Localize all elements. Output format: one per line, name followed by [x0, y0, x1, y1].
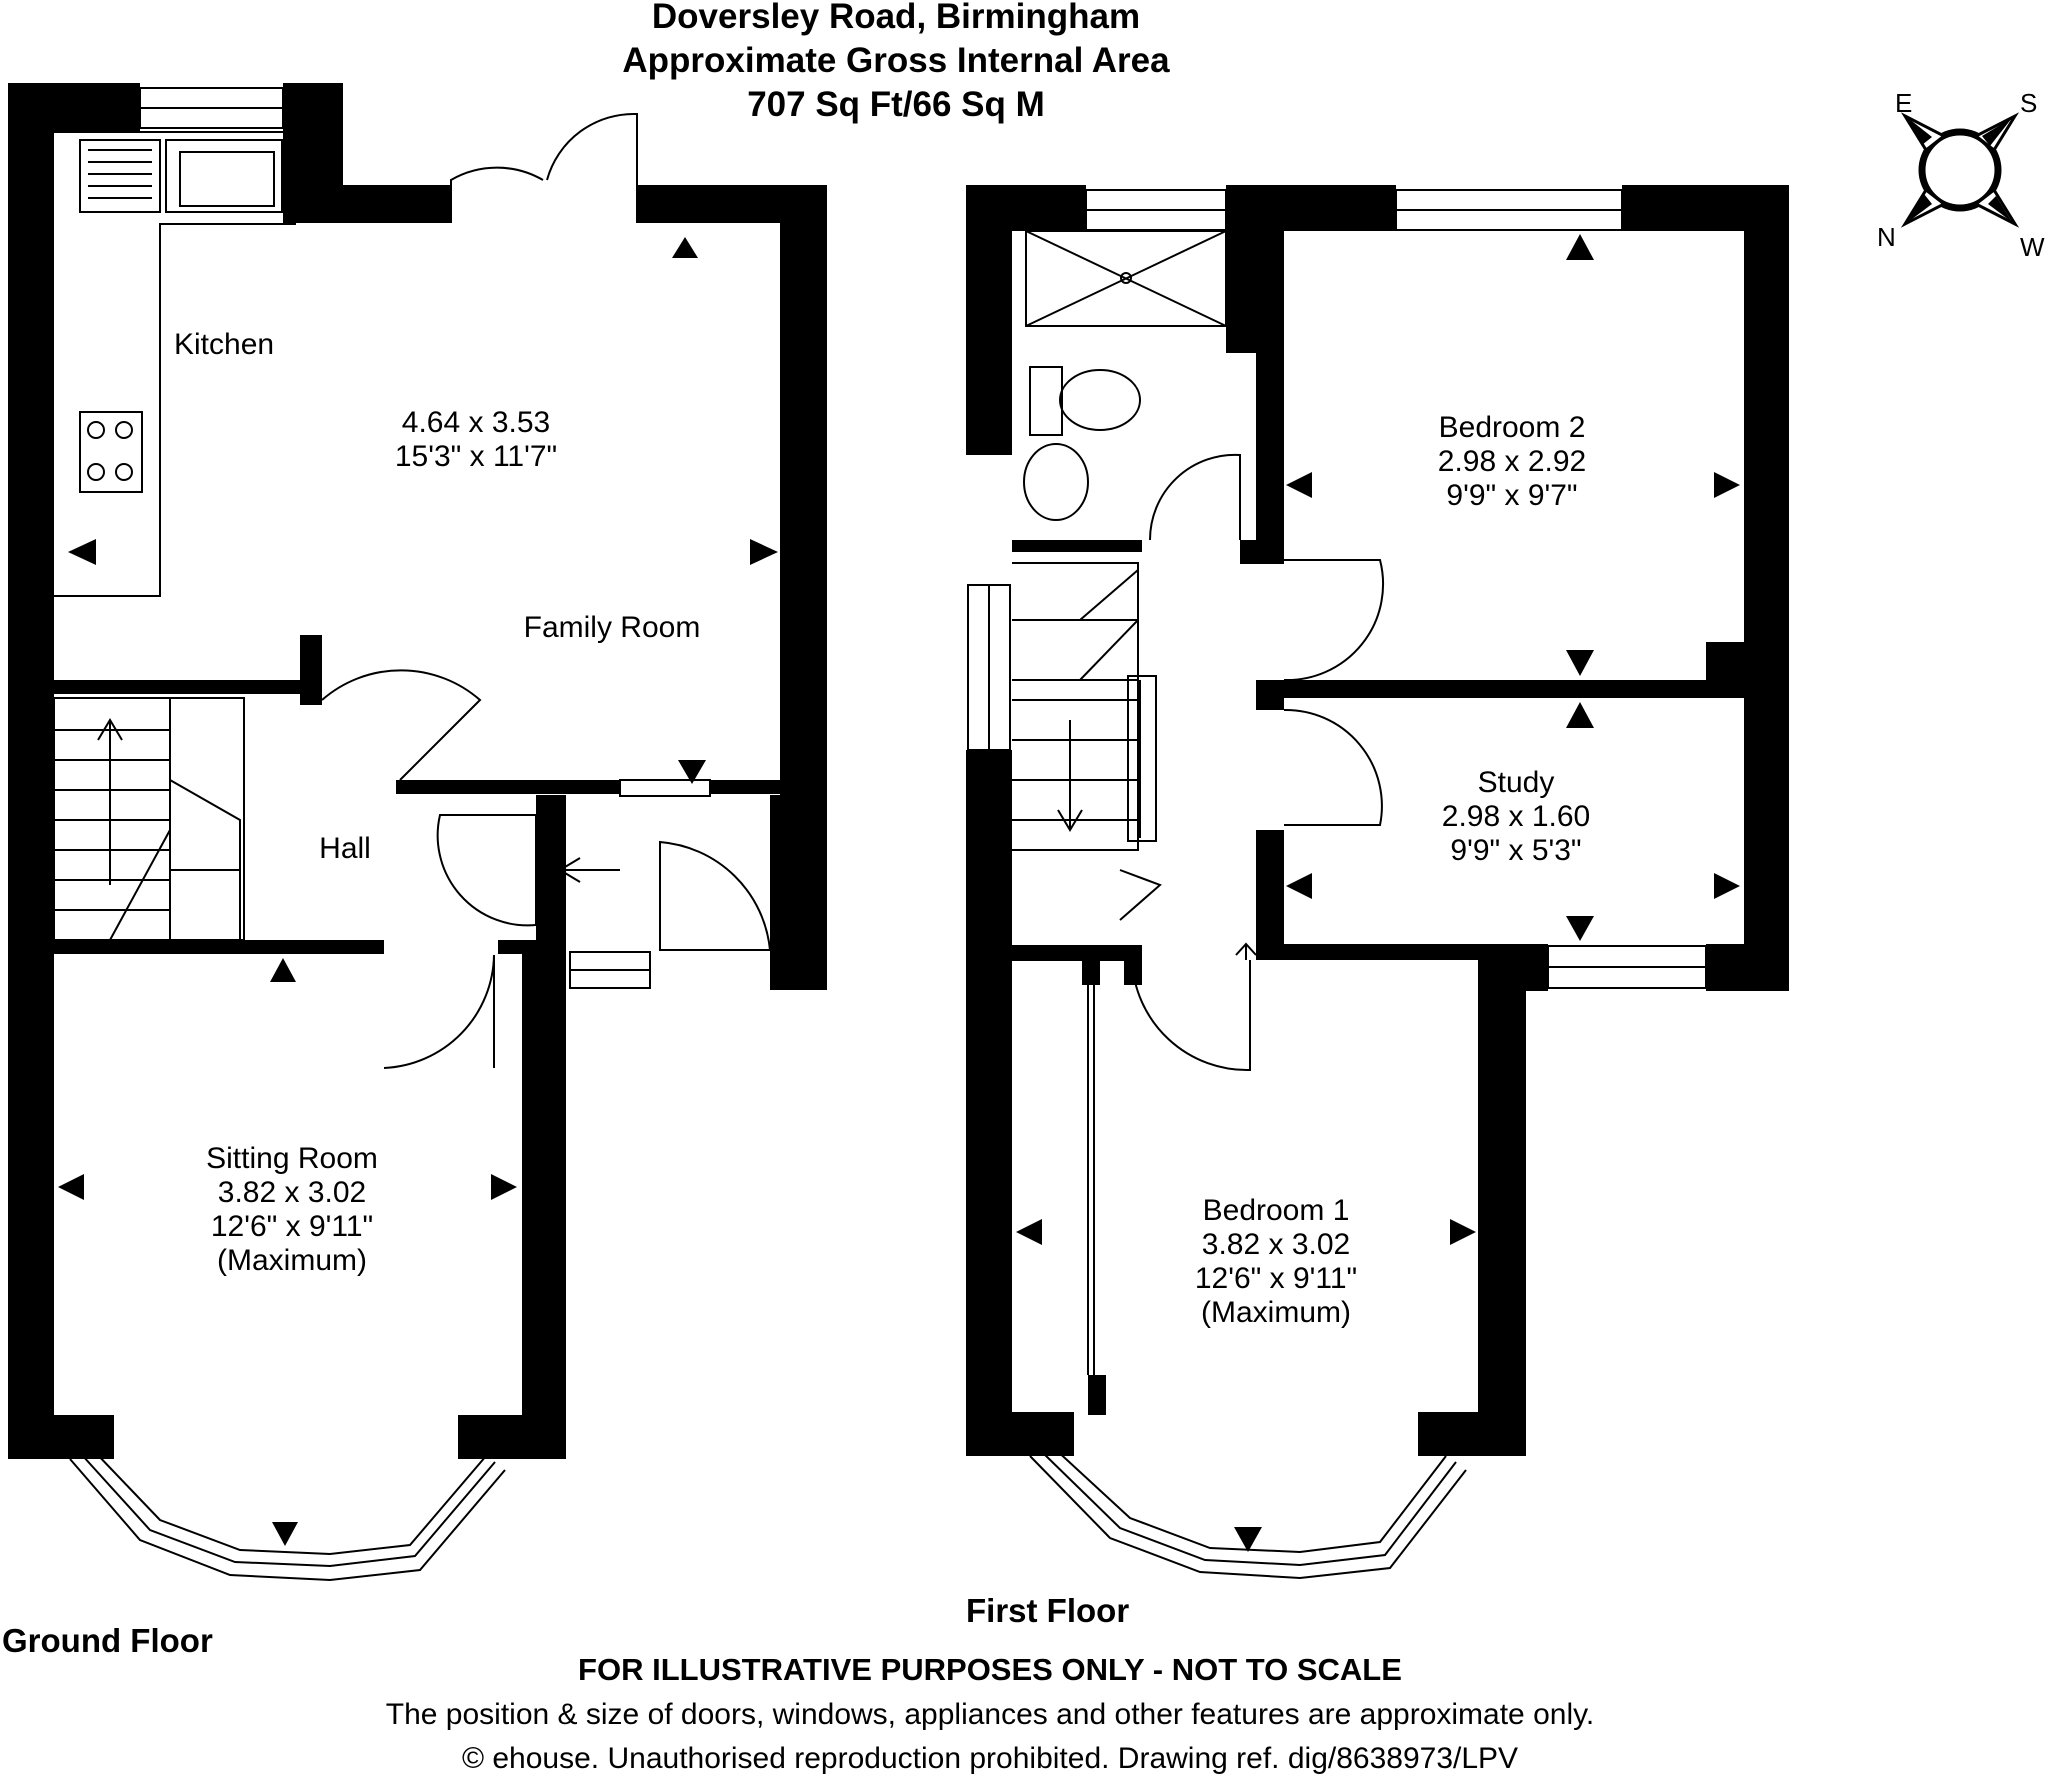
bedroom1-imperial: 12'6" x 9'11"	[1195, 1262, 1357, 1295]
first-floor-label: First Floor	[966, 1592, 1129, 1629]
first-floor-markers	[1016, 234, 1740, 1552]
bedroom2-metric: 2.98 x 2.92	[1438, 445, 1586, 478]
study-metric: 2.98 x 1.60	[1442, 800, 1590, 833]
study-label: Study	[1478, 766, 1555, 799]
first-floor-plan	[966, 185, 1789, 1580]
area-title: Approximate Gross Internal Area	[622, 41, 1170, 80]
disclaimer: FOR ILLUSTRATIVE PURPOSES ONLY - NOT TO …	[386, 1652, 1594, 1775]
sitting-room-metric: 3.82 x 3.02	[218, 1176, 366, 1209]
hall-label: Hall	[319, 832, 371, 865]
family-room-label: Family Room	[524, 611, 701, 644]
bedroom2-label: Bedroom 2	[1439, 411, 1586, 444]
bedroom2-imperial: 9'9" x 9'7"	[1446, 479, 1577, 512]
ground-floor-labels: Kitchen 4.64 x 3.53 15'3" x 11'7" Family…	[2, 328, 700, 1659]
disclaimer-line1: FOR ILLUSTRATIVE PURPOSES ONLY - NOT TO …	[578, 1652, 1402, 1687]
bedroom1-label: Bedroom 1	[1203, 1194, 1350, 1227]
compass-n: N	[1877, 222, 1896, 252]
sitting-room-label: Sitting Room	[206, 1142, 378, 1175]
area-value: 707 Sq Ft/66 Sq M	[747, 85, 1045, 124]
sitting-room-imperial: 12'6" x 9'11"	[211, 1210, 373, 1243]
disclaimer-line3: © ehouse. Unauthorised reproduction proh…	[462, 1742, 1518, 1775]
family-room-metric: 4.64 x 3.53	[402, 406, 550, 439]
sitting-room-note: (Maximum)	[217, 1244, 367, 1277]
ground-floor-label: Ground Floor	[2, 1622, 213, 1659]
bedroom1-note: (Maximum)	[1201, 1296, 1351, 1329]
first-floor-labels: Bedroom 2 2.98 x 2.92 9'9" x 9'7" Study …	[966, 411, 1590, 1629]
disclaimer-line2: The position & size of doors, windows, a…	[386, 1698, 1594, 1731]
address-title: Doversley Road, Birmingham	[652, 0, 1140, 36]
compass-s: S	[2020, 88, 2037, 118]
ground-floor-plan	[8, 83, 827, 1582]
kitchen-label: Kitchen	[174, 328, 274, 361]
bedroom1-metric: 3.82 x 3.02	[1202, 1228, 1350, 1261]
compass-e: E	[1895, 88, 1912, 118]
family-room-imperial: 15'3" x 11'7"	[395, 440, 557, 473]
compass-w: W	[2020, 232, 2045, 262]
header: Doversley Road, Birmingham Approximate G…	[622, 0, 1170, 124]
compass-icon: E S N W	[1877, 88, 2045, 262]
ground-floor-markers	[58, 237, 778, 1546]
study-imperial: 9'9" x 5'3"	[1450, 834, 1581, 867]
